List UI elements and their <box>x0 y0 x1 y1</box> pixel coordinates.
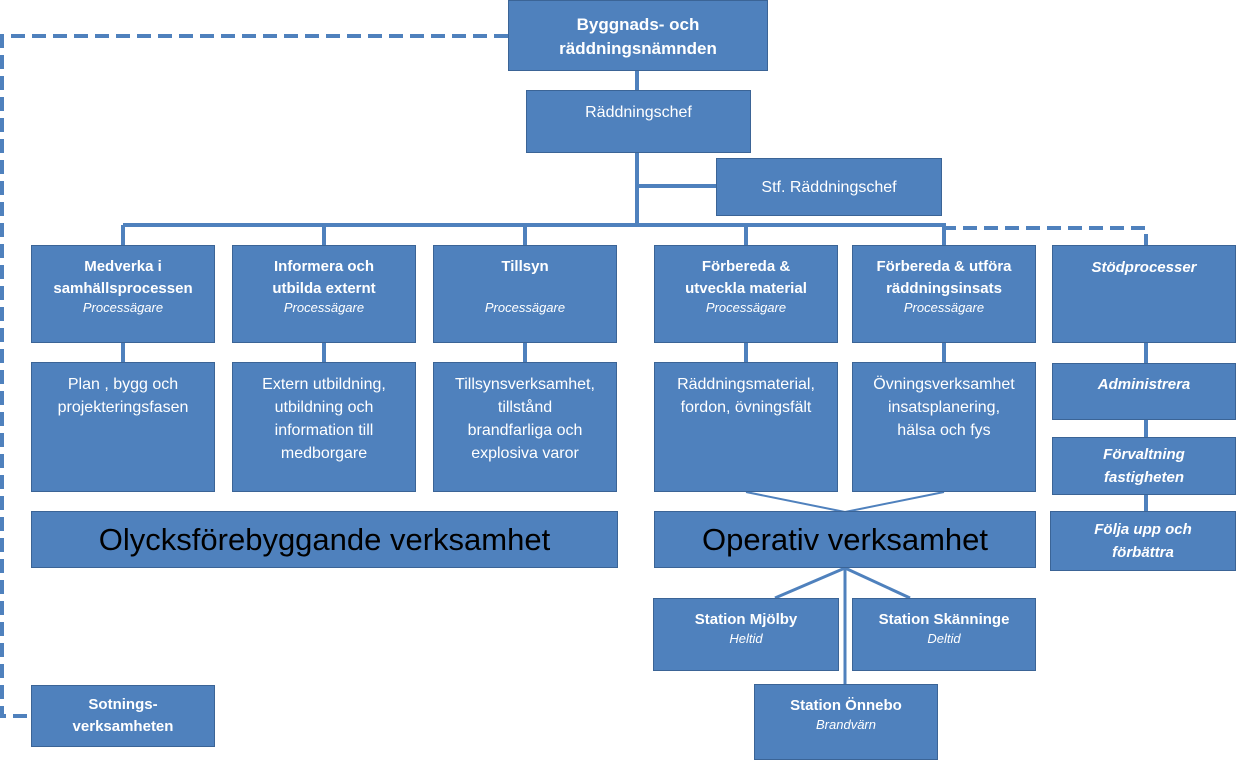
activity-box-tillsyn: Tillsynsverksamhet, tillstånd brandfarli… <box>433 362 617 492</box>
station-type: Deltid <box>927 631 961 646</box>
support-title-box: Stödprocesser <box>1052 245 1236 343</box>
deputy-chief-box: Stf. Räddningschef <box>716 158 942 216</box>
dashed-link-to-support <box>942 226 1148 247</box>
station-name: Station Önnebo <box>790 697 902 714</box>
sweeping-box: Sotnings- verksamheten <box>31 685 215 747</box>
activity-line: medborgare <box>280 445 368 462</box>
process-line1: Förbereda & <box>701 258 791 275</box>
process-line1: Förbereda & utföra <box>876 258 1012 275</box>
activity-box-plan: Plan , bygg och projekteringsfasen <box>31 362 215 492</box>
process-box-forbereda-raddning: Förbereda & utföra räddningsinsats Proce… <box>852 245 1036 343</box>
sweeping-line1: Sotnings- <box>88 696 158 713</box>
activity-line: tillstånd <box>497 399 553 416</box>
support-item-line1: Administrera <box>1097 376 1191 393</box>
deputy-chief-label: Stf. Räddningschef <box>761 178 897 196</box>
station-name: Station Skänninge <box>878 611 1010 628</box>
operative-area-box: Operativ verksamhet <box>654 511 1036 568</box>
station-box-onnebo: Station Önnebo Brandvärn <box>754 684 938 760</box>
process-owner-label: Processägare <box>705 300 787 315</box>
support-box-administrera: Administrera <box>1052 363 1236 420</box>
station-type: Heltid <box>729 631 763 646</box>
board-title-line1: Byggnads- och <box>576 15 700 34</box>
support-item-line1: Förvaltning <box>1103 446 1185 463</box>
process-box-tillsyn: Tillsyn Processägare <box>433 245 617 343</box>
station-name: Station Mjölby <box>694 611 798 628</box>
process-owner-label: Processägare <box>484 300 566 315</box>
station-box-mjolby: Station Mjölby Heltid <box>653 598 839 671</box>
chief-label: Räddningschef <box>585 104 692 121</box>
activity-line: Räddningsmaterial, <box>677 376 815 393</box>
activity-line: Tillsynsverksamhet, <box>455 376 595 393</box>
process-line1: Informera och <box>273 258 375 275</box>
process-line1: Medverka i <box>84 258 162 275</box>
dashed-link-board-to-sweeping <box>0 34 508 718</box>
process-line2: samhällsprocessen <box>53 280 193 297</box>
activity-box-utbildning: Extern utbildning, utbildning och inform… <box>232 362 416 492</box>
activity-box-ovning: Övningsverksamhet insatsplanering, hälsa… <box>852 362 1036 492</box>
support-item-line2: fastigheten <box>1103 469 1184 486</box>
activity-line: brandfarliga och <box>467 422 583 439</box>
activity-box-material: Räddningsmaterial, fordon, övningsfält <box>654 362 838 492</box>
operative-area-label: Operativ verksamhet <box>702 521 988 557</box>
process-owner-label: Processägare <box>82 300 164 315</box>
activity-line: insatsplanering, <box>887 399 1001 416</box>
process-owner-label: Processägare <box>283 300 365 315</box>
activity-line: utbildning och <box>274 399 374 416</box>
activity-line: fordon, övningsfält <box>680 399 812 416</box>
process-line1: Tillsyn <box>501 258 549 275</box>
process-line2: utveckla material <box>685 280 807 297</box>
activity-line: explosiva varor <box>471 445 579 462</box>
process-line2: utbilda externt <box>272 280 376 297</box>
support-box-folja-upp: Följa upp och förbättra <box>1050 511 1236 571</box>
support-item-line1: Följa upp och <box>1094 521 1192 538</box>
support-item-line2: förbättra <box>1112 544 1174 561</box>
support-title: Stödprocesser <box>1091 259 1197 276</box>
activity-line: Plan , bygg och <box>67 376 179 393</box>
process-box-forbereda-material: Förbereda & utveckla material Processäga… <box>654 245 838 343</box>
prevention-area-label: Olycksförebyggande verksamhet <box>98 521 551 557</box>
process-box-medverka: Medverka i samhällsprocessen Processägar… <box>31 245 215 343</box>
prevention-area-box: Olycksförebyggande verksamhet <box>31 511 618 568</box>
process-line2: räddningsinsats <box>886 280 1002 297</box>
process-box-informera: Informera och utbilda externt Processäga… <box>232 245 416 343</box>
support-box-forvaltning: Förvaltning fastigheten <box>1052 437 1236 495</box>
station-box-skanninge: Station Skänninge Deltid <box>852 598 1036 671</box>
station-type: Brandvärn <box>816 717 876 732</box>
activity-line: hälsa och fys <box>897 422 991 439</box>
activity-line: projekteringsfasen <box>57 399 189 416</box>
activity-line: Övningsverksamhet <box>873 376 1015 393</box>
activity-line: Extern utbildning, <box>262 376 386 393</box>
board-box: Byggnads- och räddningsnämnden <box>508 0 768 71</box>
board-title-line2: räddningsnämnden <box>559 39 717 58</box>
sweeping-line2: verksamheten <box>72 718 174 735</box>
process-owner-label: Processägare <box>903 300 985 315</box>
activity-line: information till <box>274 422 374 439</box>
chief-box: Räddningschef <box>526 90 751 153</box>
